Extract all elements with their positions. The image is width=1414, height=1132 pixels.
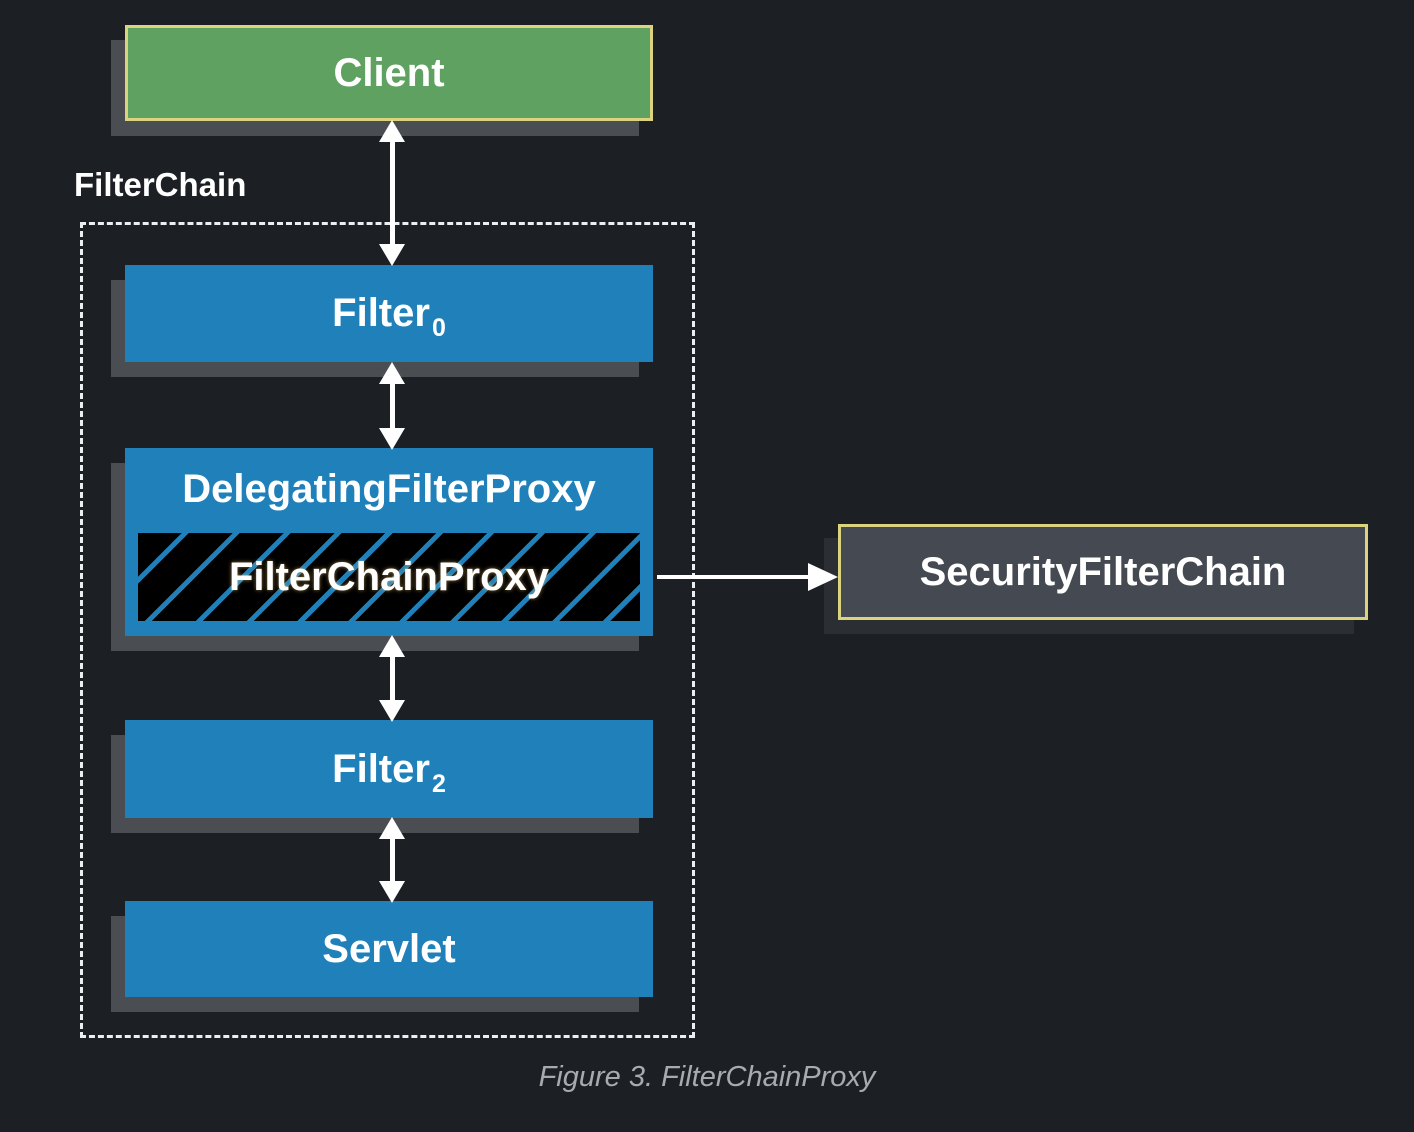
arrow-shaft xyxy=(390,833,395,887)
node-filter0: Filter 0 xyxy=(125,265,653,362)
node-client-label: Client xyxy=(333,50,445,95)
node-servlet-label: Servlet xyxy=(322,926,456,971)
arrow-shaft xyxy=(390,651,395,706)
node-filter-chain-proxy-label: FilterChainProxy xyxy=(228,554,550,599)
arrow-filterchainproxy-securityfilterchain xyxy=(657,562,838,592)
arrowhead-down-icon xyxy=(379,428,405,450)
arrowhead-down-icon xyxy=(379,244,405,266)
arrow-shaft xyxy=(390,378,395,434)
arrowhead-up-icon xyxy=(379,817,405,839)
filterchain-group-boundary xyxy=(80,222,695,1038)
figure-caption: Figure 3. FilterChainProxy xyxy=(538,1061,876,1093)
node-servlet: Servlet xyxy=(125,901,653,997)
arrow-shaft xyxy=(657,575,814,579)
arrowhead-down-icon xyxy=(379,700,405,722)
arrowhead-right-icon xyxy=(808,563,838,591)
filterchain-group-label: FilterChain xyxy=(74,166,247,203)
arrow-client-filter0 xyxy=(378,120,406,266)
arrow-filter2-servlet xyxy=(378,817,406,903)
arrowhead-up-icon xyxy=(379,362,405,384)
arrowhead-up-icon xyxy=(379,120,405,142)
node-filter-chain-proxy: FilterChainProxy xyxy=(135,530,643,624)
arrowhead-up-icon xyxy=(379,635,405,657)
node-client: Client xyxy=(125,25,653,121)
node-security-filter-chain: SecurityFilterChain xyxy=(838,524,1368,620)
node-filter2-subscript: 2 xyxy=(431,769,446,798)
node-filter0-subscript: 0 xyxy=(431,314,446,342)
arrow-delegatingfilterproxy-filter2 xyxy=(378,635,406,722)
node-filter2-label: Filter xyxy=(332,746,430,791)
arrowhead-down-icon xyxy=(379,881,405,903)
node-security-filter-chain-label: SecurityFilterChain xyxy=(919,549,1287,594)
arrow-filter0-delegatingfilterproxy xyxy=(378,362,406,450)
node-delegating-filter-proxy-label: DelegatingFilterProxy xyxy=(182,466,596,511)
node-filter2: Filter 2 xyxy=(125,720,653,818)
node-filter0-label: Filter xyxy=(332,291,430,335)
node-delegating-filter-proxy: DelegatingFilterProxy FilterChainProxy xyxy=(125,448,653,636)
arrow-shaft xyxy=(390,136,395,250)
